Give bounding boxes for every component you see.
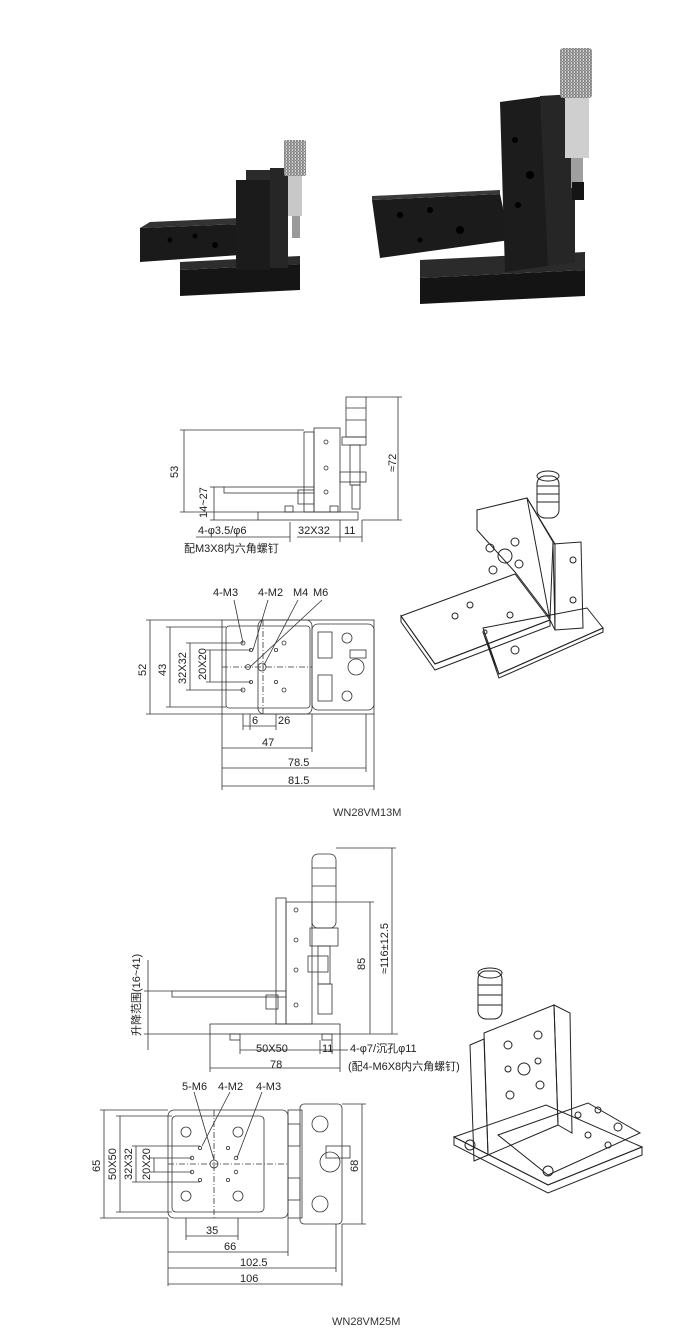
dim-50x50: 50X50 — [256, 1043, 288, 1055]
label-m4: M4 — [293, 587, 308, 599]
dim-20x20-b: 20X20 — [141, 1148, 153, 1180]
dim-81-5: 81.5 — [288, 775, 309, 787]
model-a-side-view — [180, 396, 402, 542]
dim-14-27: 14~27 — [198, 487, 210, 518]
label-holes: 4-φ3.5/φ6 — [198, 525, 247, 537]
dim-68: 68 — [349, 1160, 361, 1172]
label-4-m2: 4-M2 — [258, 587, 283, 599]
dim-47: 47 — [262, 737, 274, 749]
model-b-top-view — [100, 1091, 366, 1286]
dim-72: ≈72 — [387, 454, 399, 472]
label-4-m2-b: 4-M2 — [218, 1081, 243, 1093]
dim-78-5: 78.5 — [288, 757, 309, 769]
label-m6: M6 — [313, 587, 328, 599]
dim-66: 66 — [224, 1241, 236, 1253]
model-a-top-view — [146, 599, 375, 790]
model-b-drawings: 升降范围(16~41) 85 ≈116±12.5 50X50 11 78 4-φ… — [91, 847, 460, 1286]
model-b-side-view — [144, 847, 398, 1072]
dim-32x32-b: 32X32 — [123, 1148, 135, 1180]
model-b-isometric — [452, 967, 644, 1194]
model-a-isometric — [400, 470, 604, 679]
dim-6: 6 — [252, 715, 258, 727]
dim-32x32: 32X32 — [298, 525, 330, 537]
dim-11: 11 — [344, 525, 355, 537]
dim-32x32-top: 32X32 — [177, 652, 189, 684]
dim-65: 65 — [91, 1160, 103, 1172]
dim-11-b: 11 — [322, 1043, 333, 1055]
large-stage-photo — [372, 48, 592, 304]
dim-43: 43 — [157, 664, 169, 676]
dim-range: 升降范围(16~41) — [129, 954, 143, 1036]
model-b-caption: WN28VM25M — [332, 1316, 401, 1328]
dim-53: 53 — [169, 466, 181, 478]
dim-52: 52 — [137, 664, 149, 676]
dim-50x50-top: 50X50 — [107, 1148, 119, 1180]
dim-20x20: 20X20 — [197, 648, 209, 680]
label-5-m6: 5-M6 — [182, 1081, 207, 1093]
dim-102-5: 102.5 — [240, 1257, 268, 1269]
label-screw-note: 配M3X8内六角螺钉 — [184, 541, 279, 555]
dim-106: 106 — [240, 1273, 258, 1285]
dim-26: 26 — [278, 715, 290, 727]
model-a-drawings: 53 14~27 ≈72 4-φ3.5/φ6 32X32 11 配M3X8内六角… — [137, 396, 402, 790]
model-a-caption: WN28VM13M — [333, 807, 402, 819]
dim-116: ≈116±12.5 — [379, 923, 391, 974]
label-4-m3: 4-M3 — [213, 587, 238, 599]
label-4-m3-b: 4-M3 — [256, 1081, 281, 1093]
label-holes-b: 4-φ7/沉孔φ11 — [350, 1042, 417, 1055]
dim-85: 85 — [356, 958, 368, 970]
label-screw-note-b: (配4-M6X8内六角螺钉) — [348, 1059, 460, 1073]
small-stage-photo — [140, 140, 306, 296]
dim-35: 35 — [206, 1225, 218, 1237]
dim-78: 78 — [270, 1059, 282, 1071]
product-photos — [140, 48, 592, 304]
